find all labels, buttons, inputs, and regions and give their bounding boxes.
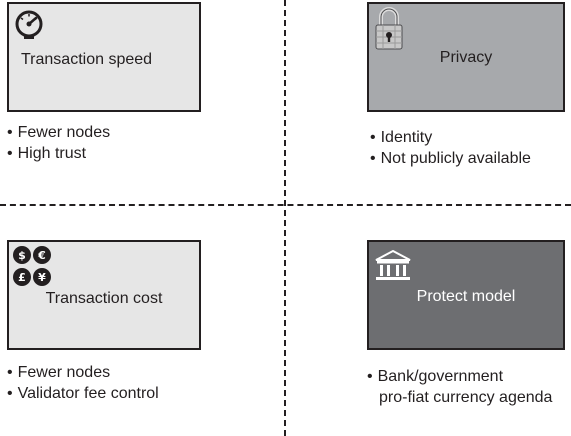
- transaction-speed-label: Transaction speed: [21, 51, 153, 68]
- protect-model-card: Protect model: [367, 240, 565, 350]
- vertical-divider: [284, 0, 286, 436]
- yen-symbol: ¥: [38, 271, 46, 284]
- privacy-bullets: Identity Not publicly available: [370, 127, 531, 169]
- transaction-cost-label: Transaction cost: [45, 290, 163, 307]
- list-item: Fewer nodes: [7, 122, 111, 143]
- privacy-label: Privacy: [439, 49, 493, 66]
- list-item: Not publicly available: [370, 148, 531, 169]
- horizontal-divider: [0, 204, 571, 206]
- list-item: Fewer nodes: [7, 362, 159, 383]
- euro-symbol: €: [37, 249, 46, 262]
- list-item: pro-fiat currency agenda: [379, 389, 553, 406]
- list-item: Bank/government: [367, 366, 552, 387]
- padlock-icon: [375, 7, 403, 50]
- privacy-card: Privacy: [367, 2, 565, 112]
- speedometer-icon: [15, 10, 43, 39]
- protect-model-bullets: Bank/government pro-fiat currency agenda: [367, 366, 553, 408]
- protect-model-label: Protect model: [416, 288, 516, 305]
- transaction-speed-bullets: Fewer nodes High trust: [7, 122, 111, 164]
- pound-symbol: £: [18, 271, 26, 284]
- transaction-cost-card: $ € £ ¥ Transaction cost: [7, 240, 201, 350]
- currency-coins-icon: $ € £ ¥: [13, 246, 51, 286]
- list-item: High trust: [7, 143, 110, 164]
- dollar-symbol: $: [18, 249, 26, 262]
- bank-building-icon: [375, 250, 411, 280]
- list-item: Validator fee control: [7, 383, 159, 404]
- list-item: Identity: [370, 127, 531, 148]
- transaction-speed-card: Transaction speed: [7, 2, 201, 112]
- transaction-cost-bullets: Fewer nodes Validator fee control: [7, 362, 159, 404]
